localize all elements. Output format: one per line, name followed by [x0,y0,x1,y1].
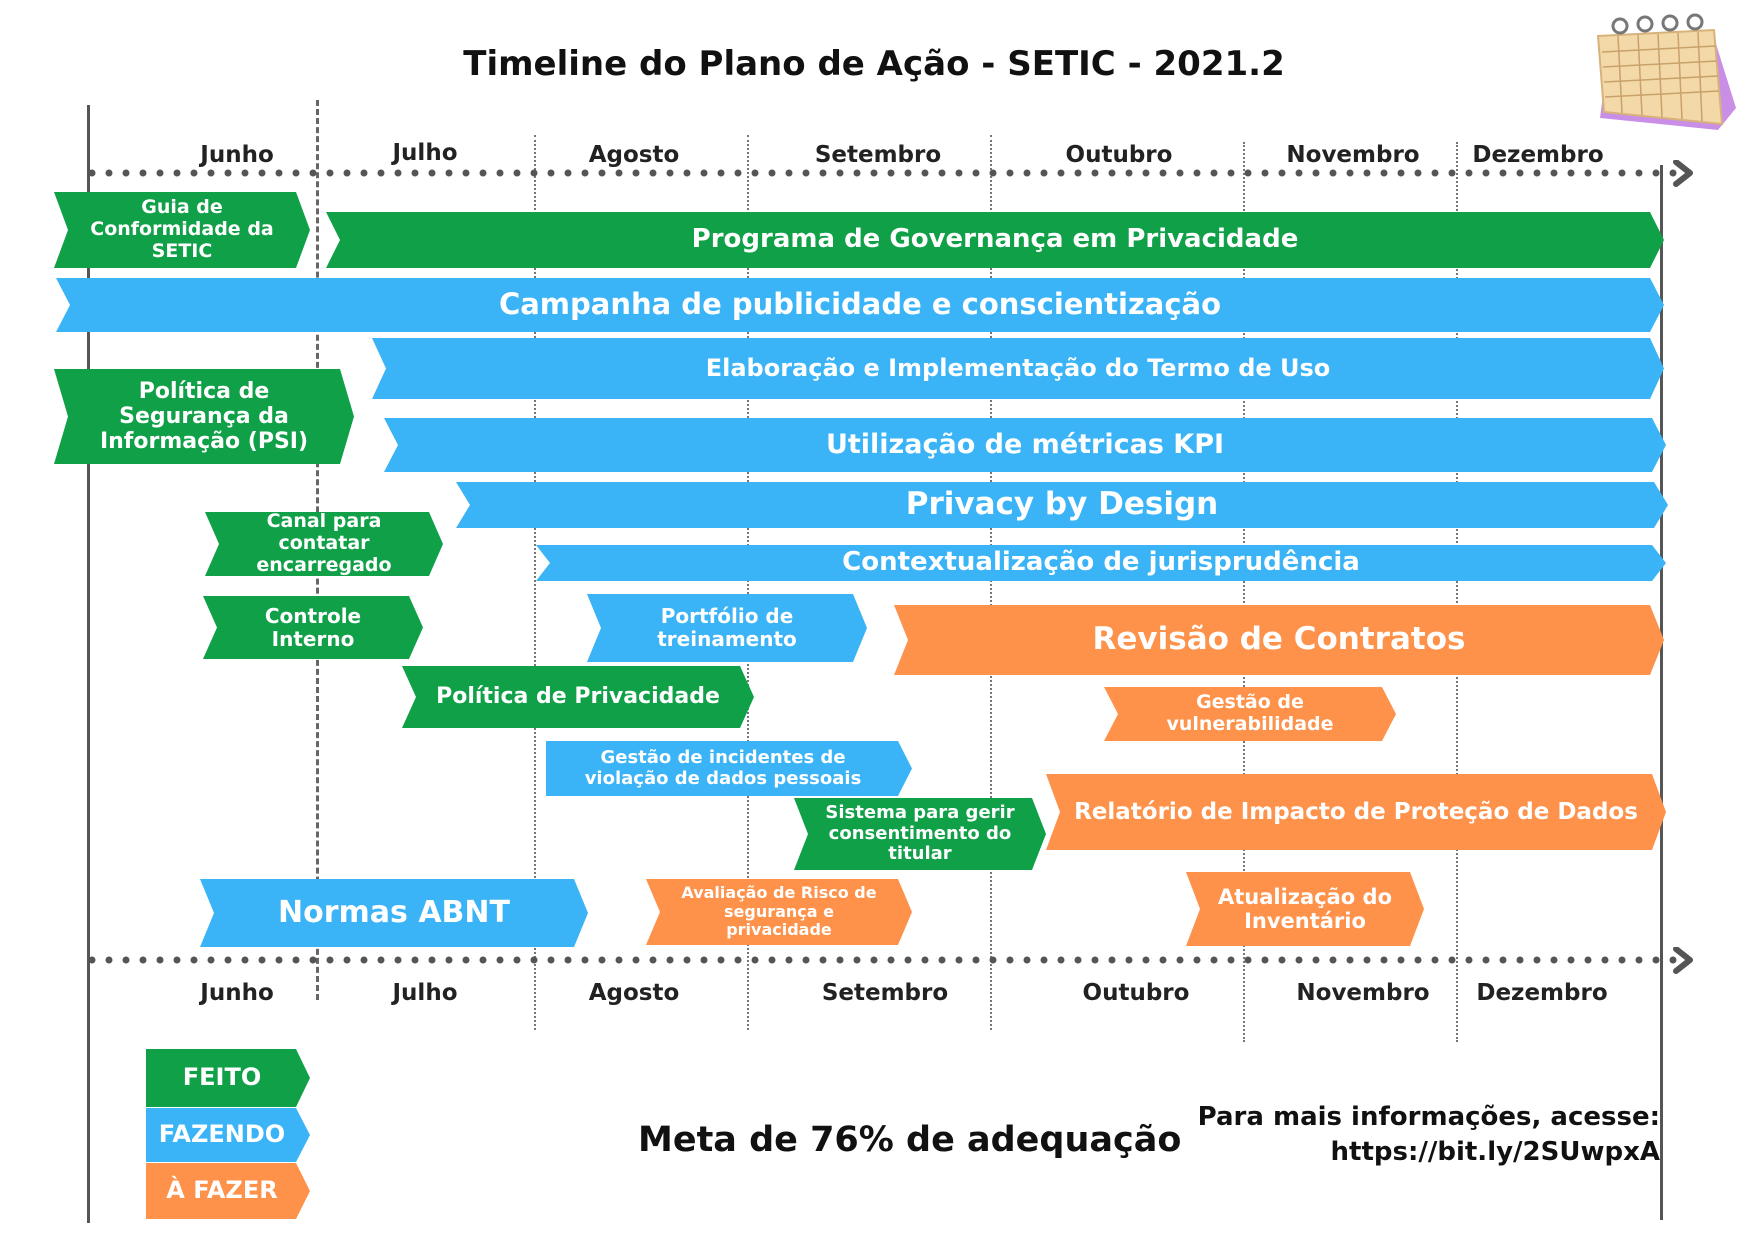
month-top-dezembro: Dezembro [1472,142,1604,168]
info-text: Para mais informações, acesse: [1197,1102,1660,1132]
month-bottom-julho: Julho [392,980,458,1006]
month-bottom-agosto: Agosto [588,980,680,1006]
month-top-agosto: Agosto [588,142,680,168]
legend-fazendo: FAZENDO [146,1108,310,1162]
month-bottom-outubro: Outubro [1082,980,1190,1006]
bar-politica-seguranca: Política de Segurança da Informação (PSI… [54,369,354,464]
page-title: Timeline do Plano de Ação - SETIC - 2021… [463,44,1285,84]
bottom-timeline-arrow [88,947,1693,974]
july-august-divider [534,135,536,1030]
bar-gestao-incidentes: Gestão de incidentes de violação de dado… [546,741,912,796]
bar-metricas-kpi: Utilização de métricas KPI [384,418,1666,472]
month-bottom-novembro: Novembro [1296,980,1430,1006]
timeline-end-line [1660,165,1663,1220]
timeline-start-line [87,105,90,1223]
bar-canal-encarregado: Canal para contatar encarregado [205,512,443,576]
bar-sistema-consentimento: Sistema para gerir consentimento do titu… [794,798,1046,870]
bar-controle-interno: Controle Interno [203,596,423,659]
meta-adequacao: Meta de 76% de adequação [638,1120,1182,1160]
month-top-novembro: Novembro [1286,142,1420,168]
calendar-icon [1596,13,1736,130]
bar-privacy-by-design: Privacy by Design [456,482,1668,528]
bar-programa-governanca: Programa de Governança em Privacidade [326,212,1664,268]
bar-atualizacao-inventario: Atualização do Inventário [1186,872,1424,946]
month-top-junho: Junho [200,142,274,168]
bar-gestao-vulnerabilidade: Gestão de vulnerabilidade [1104,687,1396,741]
bar-campanha-publicidade: Campanha de publicidade e conscientizaçã… [56,278,1664,332]
september-october-divider [990,135,992,1030]
info-block: Para mais informações, acesse: https://b… [1140,1100,1660,1170]
bar-revisao-contratos: Revisão de Contratos [894,605,1664,675]
bar-avaliacao-risco: Avaliação de Risco de segurança e privac… [646,879,912,945]
month-bottom-setembro: Setembro [821,980,949,1006]
month-top-julho: Julho [392,140,458,166]
bar-contextualizacao-jurisprudencia: Contextualização de jurisprudência [536,545,1666,581]
legend-feito: FEITO [146,1049,310,1107]
bar-normas-abnt: Normas ABNT [200,879,588,947]
month-bottom-dezembro: Dezembro [1476,980,1608,1006]
month-bottom-junho: Junho [200,980,274,1006]
info-link[interactable]: https://bit.ly/2SUwpxA [1330,1137,1660,1168]
august-september-divider [747,135,749,1030]
top-timeline-arrow [88,160,1693,187]
october-november-divider [1243,142,1245,1042]
bar-relatorio-impacto: Relatório de Impacto de Proteção de Dado… [1046,774,1666,850]
month-top-outubro: Outubro [1065,142,1173,168]
bar-politica-privacidade: Política de Privacidade [402,666,754,728]
bar-guia-conformidade: Guia de Conformidade da SETIC [54,192,310,268]
november-december-divider [1456,142,1458,1042]
bar-termo-de-uso: Elaboração e Implementação do Termo de U… [372,338,1664,399]
month-top-setembro: Setembro [814,142,942,168]
legend-a-fazer: À FAZER [146,1163,310,1219]
bar-portfolio-treinamento: Portfólio de treinamento [587,594,867,662]
